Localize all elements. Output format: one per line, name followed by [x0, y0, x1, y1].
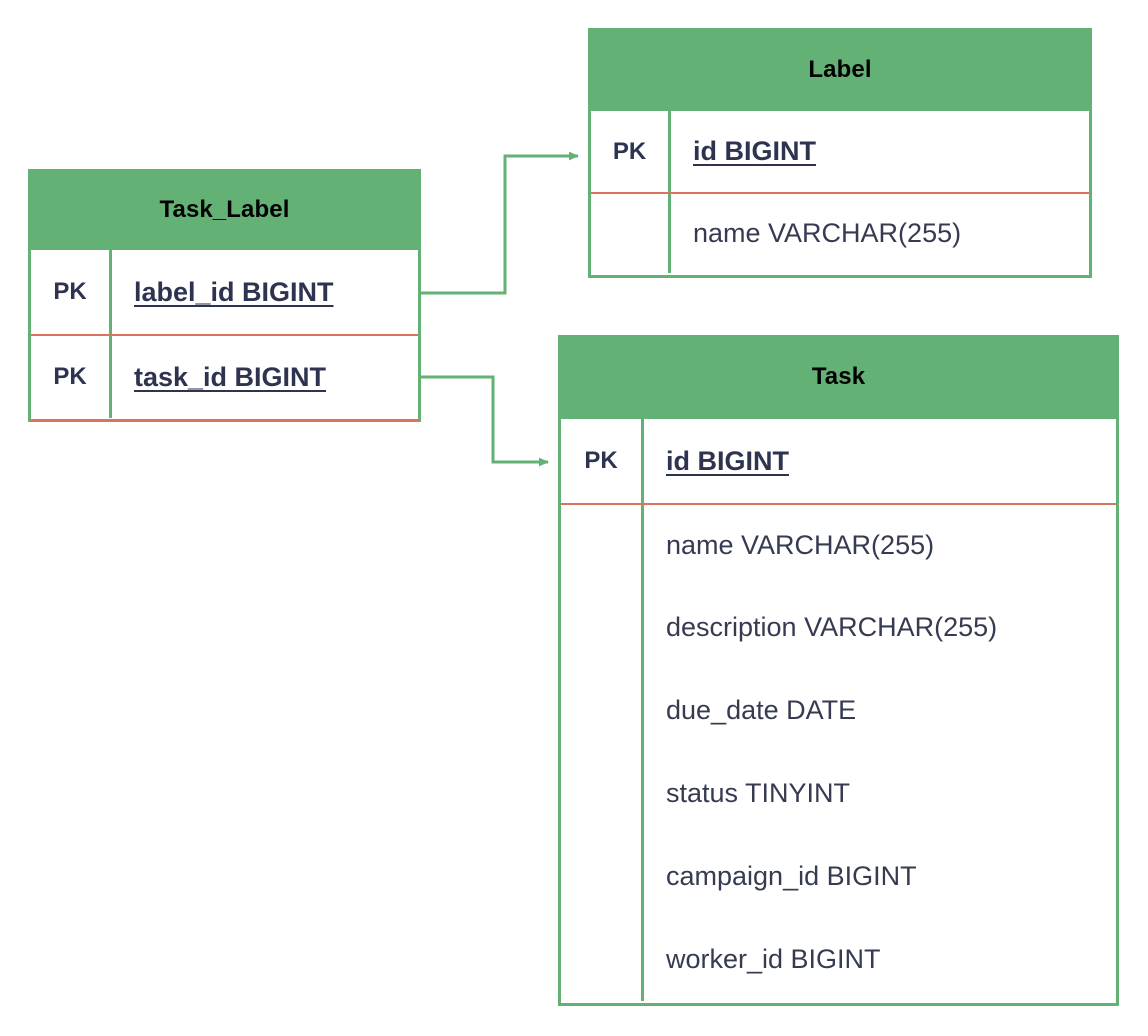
- attribute-list-label: PK id BIGINT name VARCHAR(255): [591, 111, 1089, 273]
- attribute-row[interactable]: campaign_id BIGINT: [561, 835, 1116, 918]
- relationship-task_label-to-label: [421, 151, 579, 295]
- attribute-name: description VARCHAR(255): [666, 612, 998, 642]
- connector-line-label: [421, 151, 579, 295]
- attribute-key-badge: [561, 752, 644, 835]
- attribute-row[interactable]: due_date DATE: [561, 669, 1116, 752]
- entity-title-task: Task: [561, 335, 1116, 419]
- attribute-name: id BIGINT: [693, 136, 816, 166]
- entity-title-label: Label: [591, 28, 1089, 111]
- attribute-row[interactable]: PK label_id BIGINT: [31, 250, 418, 334]
- attribute-key-badge: [561, 586, 644, 669]
- entity-table-label[interactable]: Label PK id BIGINT name VARCHAR(255): [588, 28, 1092, 278]
- attribute-row[interactable]: PK id BIGINT: [561, 419, 1116, 503]
- attribute-name: campaign_id BIGINT: [666, 861, 917, 891]
- attribute-key-badge: PK: [561, 419, 644, 503]
- attribute-name: task_id BIGINT: [134, 361, 327, 392]
- attribute-key-badge: [561, 669, 644, 752]
- attribute-key-badge: PK: [591, 111, 671, 192]
- attribute-list-task-label: PK label_id BIGINT PK task_id BIGINT: [31, 250, 418, 418]
- attribute-key-badge: [561, 835, 644, 918]
- attribute-row[interactable]: description VARCHAR(255): [561, 586, 1116, 669]
- attribute-row[interactable]: status TINYINT: [561, 752, 1116, 835]
- attribute-key-badge: PK: [31, 250, 112, 334]
- attribute-name: name VARCHAR(255): [693, 218, 962, 248]
- attribute-name: id BIGINT: [666, 445, 789, 476]
- attribute-row[interactable]: worker_id BIGINT: [561, 918, 1116, 1001]
- attribute-key-badge: [561, 505, 644, 586]
- attribute-name: due_date DATE: [666, 695, 857, 725]
- attribute-list-task: PK id BIGINT name VARCHAR(255) descripti…: [561, 419, 1116, 1001]
- attribute-name: label_id BIGINT: [134, 276, 334, 307]
- attribute-row[interactable]: name VARCHAR(255): [561, 503, 1116, 586]
- attribute-name: name VARCHAR(255): [666, 530, 935, 560]
- attribute-name: status TINYINT: [666, 778, 851, 808]
- attribute-name: worker_id BIGINT: [666, 944, 881, 974]
- entity-table-task[interactable]: Task PK id BIGINT name VARCHAR(255) desc…: [558, 335, 1119, 1006]
- connector-line-task: [421, 375, 549, 467]
- attribute-key-badge: [561, 918, 644, 1001]
- attribute-row[interactable]: PK task_id BIGINT: [31, 334, 418, 418]
- entity-title-task-label: Task_Label: [31, 169, 418, 250]
- attribute-key-badge: PK: [31, 336, 112, 418]
- attribute-row[interactable]: name VARCHAR(255): [591, 192, 1089, 273]
- attribute-key-badge: [591, 194, 671, 273]
- entity-table-task-label[interactable]: Task_Label PK label_id BIGINT PK task_id…: [28, 169, 421, 422]
- attribute-row[interactable]: PK id BIGINT: [591, 111, 1089, 192]
- relationship-task_label-to-task: [421, 375, 549, 467]
